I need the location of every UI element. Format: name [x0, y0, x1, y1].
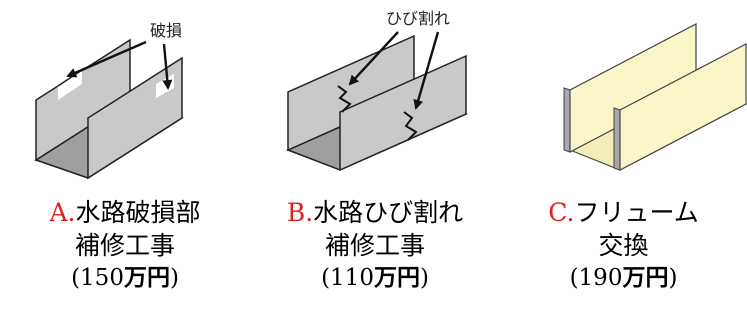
option-letter: C.: [548, 198, 575, 227]
cost-label: (110万円): [321, 265, 429, 291]
panel-flume-replacement: C.フリューム 交換 (190万円): [500, 0, 747, 320]
new-flume-illustration: [563, 23, 747, 171]
crack-left: [337, 85, 352, 113]
crack-arrow-left: [348, 31, 399, 86]
caption-a-line1: A.水路破損部: [49, 198, 201, 227]
cost-label: (150万円): [71, 265, 179, 291]
caption-c: C.フリューム 交換 (190万円): [500, 196, 747, 295]
crack-right: [403, 111, 418, 141]
caption-a: A.水路破損部 補修工事 (150万円): [0, 196, 250, 295]
option-letter: B.: [286, 198, 314, 227]
damage-arrow-right: [162, 43, 173, 90]
caption-c-line2: 交換: [598, 231, 649, 260]
damaged-channel-illustration: 破損: [34, 21, 184, 180]
panel-crack-repair: ひび割れ B.水路ひび割れ 補修工事 (110万円): [250, 0, 500, 320]
option-letter: A.: [49, 198, 76, 227]
near-wall: [339, 54, 467, 172]
caption-b-line1: B.水路ひび割れ: [286, 198, 464, 227]
near-wall: [619, 43, 747, 171]
caption-c-line1: C.フリューム: [548, 198, 699, 227]
caption-b: B.水路ひび割れ 補修工事 (110万円): [250, 196, 500, 295]
caption-b-line2: 補修工事: [324, 231, 425, 260]
caption-a-line2: 補修工事: [74, 231, 175, 260]
cracked-channel-illustration: ひび割れ: [286, 9, 468, 172]
crack-annotation: ひび割れ: [386, 9, 450, 28]
crack-arrow-right: [413, 31, 440, 110]
panel-damage-repair: 破損 A.水路破損部 補修工事 (150万円): [0, 0, 250, 320]
damage-annotation: 破損: [150, 21, 182, 40]
damage-arrow-left: [66, 40, 147, 78]
cost-label: (190万円): [569, 265, 678, 291]
